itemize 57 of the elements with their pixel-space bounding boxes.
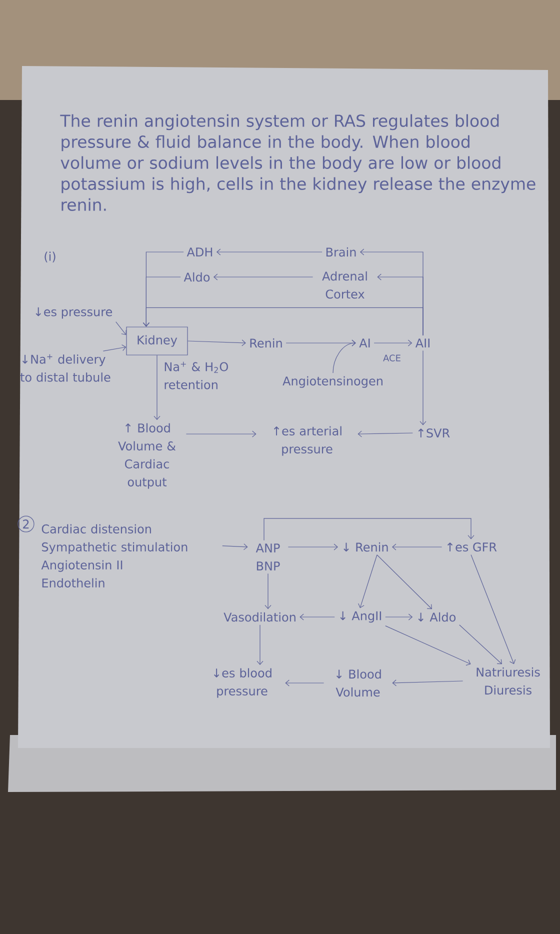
- stimulus-list: Cardiac distension Sympathetic stimulation Angiotensin II Endothelin: [41, 524, 188, 588]
- arrow: [102, 344, 126, 352]
- effect-label: ↑SVR: [418, 428, 450, 438]
- paragraph-text: The renin angiotensin system or RAS regulates blood pressure & fluid balance in the body. When blood volume or sodium levels in the body are low or blood potassium is high, cells in the kidney release the enzyme renin.: [60, 114, 536, 211]
- arrow: [142, 307, 424, 336]
- stimulus-label: ↓es pressure: [36, 307, 112, 319]
- arrow: [392, 680, 464, 686]
- arrow: [213, 274, 314, 280]
- effect-label: ↑es GFR: [447, 542, 497, 552]
- effect-label: ↓ Renin: [344, 542, 388, 552]
- edge-label: ACE: [383, 354, 400, 362]
- arrow: [385, 626, 471, 666]
- organ-label: Adrenal Cortex: [322, 271, 367, 299]
- arrow: [188, 340, 246, 346]
- arrow: [374, 340, 412, 346]
- arrow: [288, 544, 338, 550]
- arrow: [358, 554, 378, 608]
- precursor-label: Angiotensinogen: [282, 376, 382, 388]
- arrow: [358, 430, 413, 438]
- enzyme-label: Renin: [250, 338, 282, 348]
- effect-label: ↑ Blood Volume & Cardiac output: [118, 423, 176, 489]
- effect-label: Natriuresis Diuresis: [476, 667, 540, 695]
- edge-label: Na$^{+}$ & H$_{2}$O retention: [164, 362, 228, 390]
- arrow: [264, 573, 272, 610]
- kidney-box: Kidney: [126, 326, 188, 356]
- arrow: [216, 248, 322, 256]
- arrow: [256, 624, 264, 665]
- hormone-label: ADH: [186, 248, 212, 256]
- arrow: [420, 350, 426, 426]
- organ-label: Brain: [326, 247, 356, 257]
- arrow: [264, 518, 474, 541]
- arrow: [222, 544, 248, 550]
- hormone-label: Aldo: [184, 272, 210, 282]
- arrow: [392, 544, 442, 550]
- hormone-label: AII: [415, 338, 430, 348]
- hormone-label: AI: [359, 338, 370, 348]
- section-number: (i): [44, 252, 56, 262]
- arrow: [286, 340, 356, 346]
- arrow: [300, 614, 335, 620]
- effect-label: Vasodilation: [224, 612, 296, 622]
- effect-label: ↑es arterial pressure: [274, 426, 342, 456]
- arrow: [459, 624, 502, 664]
- effect-label: ↓ Blood Volume: [336, 669, 381, 697]
- effect-label: ↓es blood pressure: [214, 668, 272, 698]
- effect-label: ↓ AngII: [340, 611, 382, 623]
- arrow: [376, 554, 432, 610]
- arrow: [186, 430, 256, 438]
- arrow: [332, 340, 356, 374]
- hormone-label: ANP BNP: [256, 544, 280, 570]
- stimulus-label: ↓Na$^{+}$ delivery to distal tubule: [20, 354, 110, 382]
- circled-number: 2: [18, 516, 34, 532]
- arrow: [116, 322, 126, 335]
- arrow: [470, 554, 516, 664]
- arrow: [285, 680, 324, 686]
- arrow: [154, 355, 160, 420]
- arrow: [385, 614, 413, 620]
- effect-label: ↓ Aldo: [418, 612, 456, 622]
